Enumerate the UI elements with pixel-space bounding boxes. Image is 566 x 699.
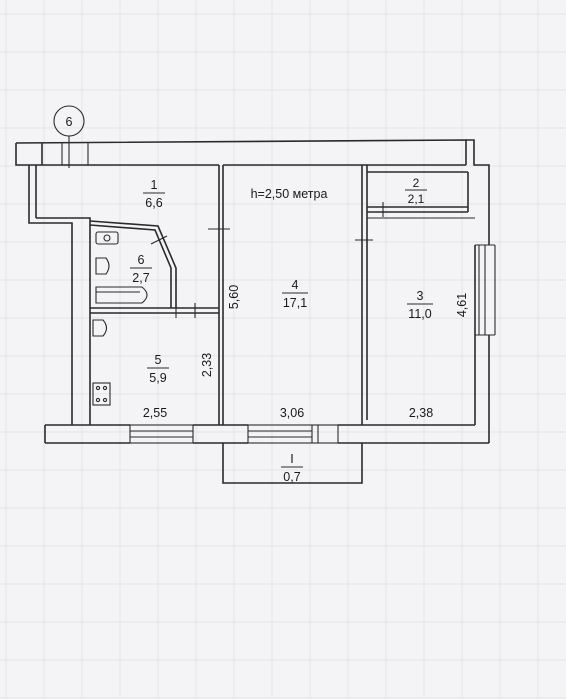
- ceiling-height-note: h=2,50 метра: [251, 187, 328, 201]
- dimension-room4-width: 3,06: [280, 406, 304, 420]
- room-3-area: 11,0: [408, 307, 431, 321]
- dimension-room4-height: 5,60: [227, 285, 241, 309]
- room-4-label: 4 17,1: [282, 278, 308, 310]
- exterior-walls: [15, 139, 496, 444]
- dimension-room3-height: 4,61: [455, 293, 469, 317]
- room-6-number: 6: [138, 253, 145, 267]
- room-2-label: 2 2,1: [405, 176, 427, 206]
- room-I-number: I: [290, 452, 293, 466]
- dimension-room5-width: 2,55: [143, 406, 167, 420]
- room-6-area: 2,7: [132, 271, 149, 285]
- axis-marker-label: 6: [66, 115, 73, 129]
- interior-walls: [89, 165, 475, 425]
- room-2-number: 2: [413, 176, 420, 190]
- dimension-room5-height: 2,33: [200, 353, 214, 377]
- room-4-number: 4: [292, 278, 299, 292]
- room-1-area: 6,6: [145, 196, 162, 210]
- room-3-number: 3: [417, 289, 424, 303]
- room-I-area: 0,7: [283, 470, 300, 484]
- room-1-label: 1 6,6: [143, 178, 165, 210]
- room-5-number: 5: [155, 353, 162, 367]
- room-2-area: 2,1: [408, 192, 425, 206]
- room-5-area: 5,9: [149, 371, 166, 385]
- room-4-area: 17,1: [283, 296, 307, 310]
- room-I-label: I 0,7: [281, 452, 303, 484]
- room-6-label: 6 2,7: [130, 253, 152, 285]
- balcony: [222, 443, 363, 484]
- room-5-label: 5 5,9: [147, 353, 169, 385]
- dimension-room3-width: 2,38: [409, 406, 433, 420]
- room-1-number: 1: [151, 178, 158, 192]
- axis-marker: 6: [53, 105, 85, 168]
- sanitary-fixtures: [92, 231, 148, 406]
- room-3-label: 3 11,0: [407, 289, 433, 321]
